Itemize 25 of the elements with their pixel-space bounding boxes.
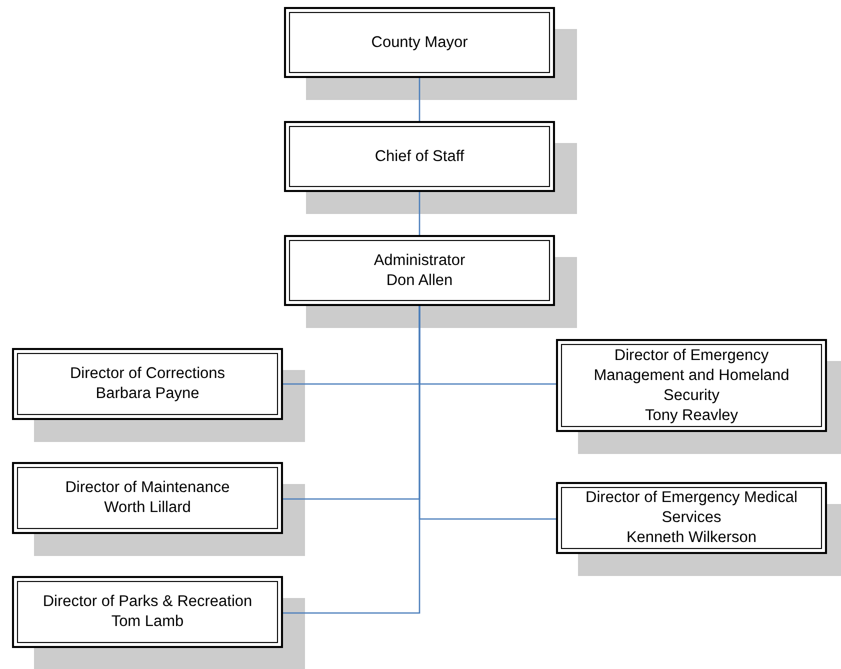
role-title: Chief of Staff xyxy=(374,146,464,166)
org-box xyxy=(556,482,827,554)
person-name: Worth Lillard xyxy=(104,498,191,518)
org-box xyxy=(284,7,555,78)
person-name: Tony Reavley xyxy=(644,406,738,426)
org-box xyxy=(12,576,283,648)
role-title: Director of Emergency Management and Homeland Security xyxy=(592,346,790,406)
person-name: Tom Lamb xyxy=(111,612,184,632)
role-title: Director of Corrections xyxy=(70,364,226,384)
person-name: Don Allen xyxy=(386,270,453,290)
role-title: County Mayor xyxy=(371,32,468,52)
connector-line xyxy=(418,192,420,235)
org-box xyxy=(12,462,283,534)
connector-line xyxy=(418,78,420,121)
role-title: Director of Maintenance xyxy=(65,478,230,498)
connector-line xyxy=(283,306,420,614)
org-box xyxy=(556,339,827,432)
role-title: Director of Emergency Medical Services xyxy=(584,488,798,528)
org-box xyxy=(12,348,283,420)
org-box xyxy=(284,235,555,306)
role-title: Director of Parks & Recreation xyxy=(42,592,252,612)
person-name: Kenneth Wilkerson xyxy=(626,528,757,548)
person-name: Barbara Payne xyxy=(96,384,200,404)
org-box xyxy=(284,121,555,192)
role-title: Administrator xyxy=(374,250,466,270)
